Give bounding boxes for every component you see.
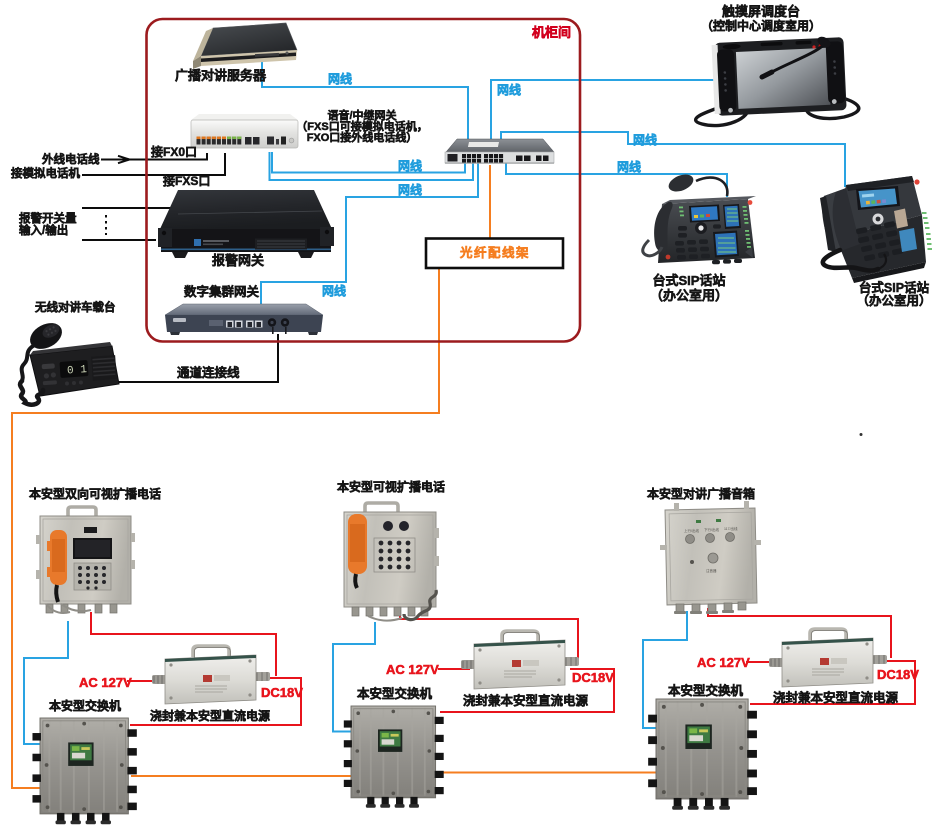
svg-text:0 1: 0 1 (67, 364, 88, 377)
svg-text:上行/出线: 上行/出线 (684, 528, 699, 533)
svg-text:117/出线: 117/出线 (724, 526, 738, 531)
svg-text:下行/出线: 下行/出线 (704, 527, 719, 532)
svg-text:注音器: 注音器 (706, 568, 717, 573)
